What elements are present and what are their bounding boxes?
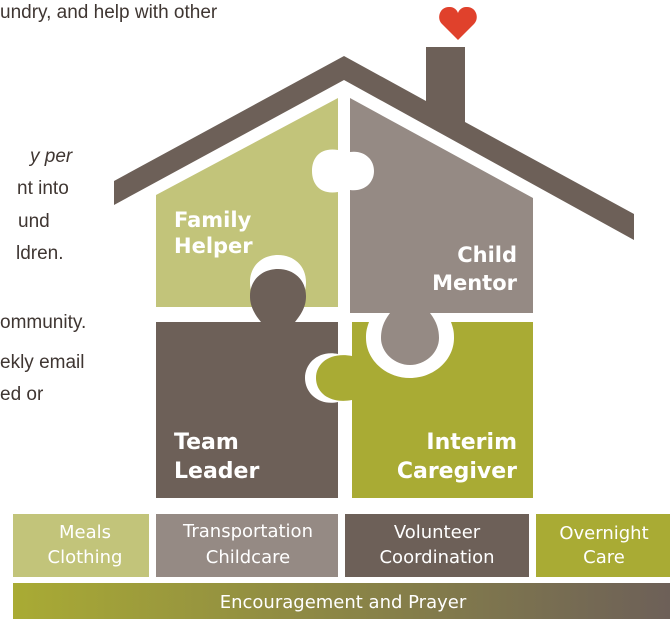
interim-caregiver-label-2: Caregiver [397, 459, 517, 484]
foundation-block-overnight-care [536, 514, 670, 577]
roof [114, 47, 634, 240]
body-text-line-7: ekly email [0, 352, 85, 373]
team-leader-label-1: Team [174, 430, 239, 455]
body-text-line-4: und [18, 211, 50, 232]
heart-icon [439, 6, 477, 40]
foundation-label-transportation: Transportation [182, 521, 313, 542]
foundation-base-bar [13, 583, 670, 619]
foundation-label-clothing: Clothing [48, 547, 123, 568]
body-text-line-1: undry, and help with other [0, 2, 218, 23]
child-mentor-piece [350, 98, 533, 365]
foundation-label-childcare: Childcare [206, 547, 290, 568]
foundation-block-transportation-childcare [156, 514, 338, 577]
foundation-block-meals-clothing [13, 514, 149, 577]
family-helper-piece [156, 98, 338, 307]
body-text-line-2: y per [30, 146, 73, 167]
foundation-block-volunteer-coordination [345, 514, 529, 577]
foundation-label-coordination: Coordination [379, 547, 494, 568]
body-text-line-5: ldren. [16, 243, 64, 264]
foundation-label-care: Care [583, 547, 625, 568]
child-mentor-label-1: Child [457, 243, 517, 267]
interim-caregiver-piece [316, 322, 533, 498]
family-helper-label-1: Family [174, 208, 252, 232]
foundation-label-overnight: Overnight [559, 523, 648, 544]
family-helper-label-2: Helper [174, 234, 253, 258]
interim-caregiver-label-1: Interim [426, 430, 517, 455]
body-text-line-6: ommunity. [0, 312, 87, 333]
team-leader-piece [156, 269, 338, 498]
body-text-line-3: nt into [17, 178, 69, 199]
foundation-label-volunteer: Volunteer [394, 522, 481, 543]
body-text-line-8: ed or [0, 384, 44, 405]
child-mentor-label-2: Mentor [432, 271, 518, 295]
foundation-label-meals: Meals [59, 522, 111, 543]
team-leader-label-2: Leader [174, 459, 259, 484]
foundation-base-label: Encouragement and Prayer [220, 592, 467, 613]
